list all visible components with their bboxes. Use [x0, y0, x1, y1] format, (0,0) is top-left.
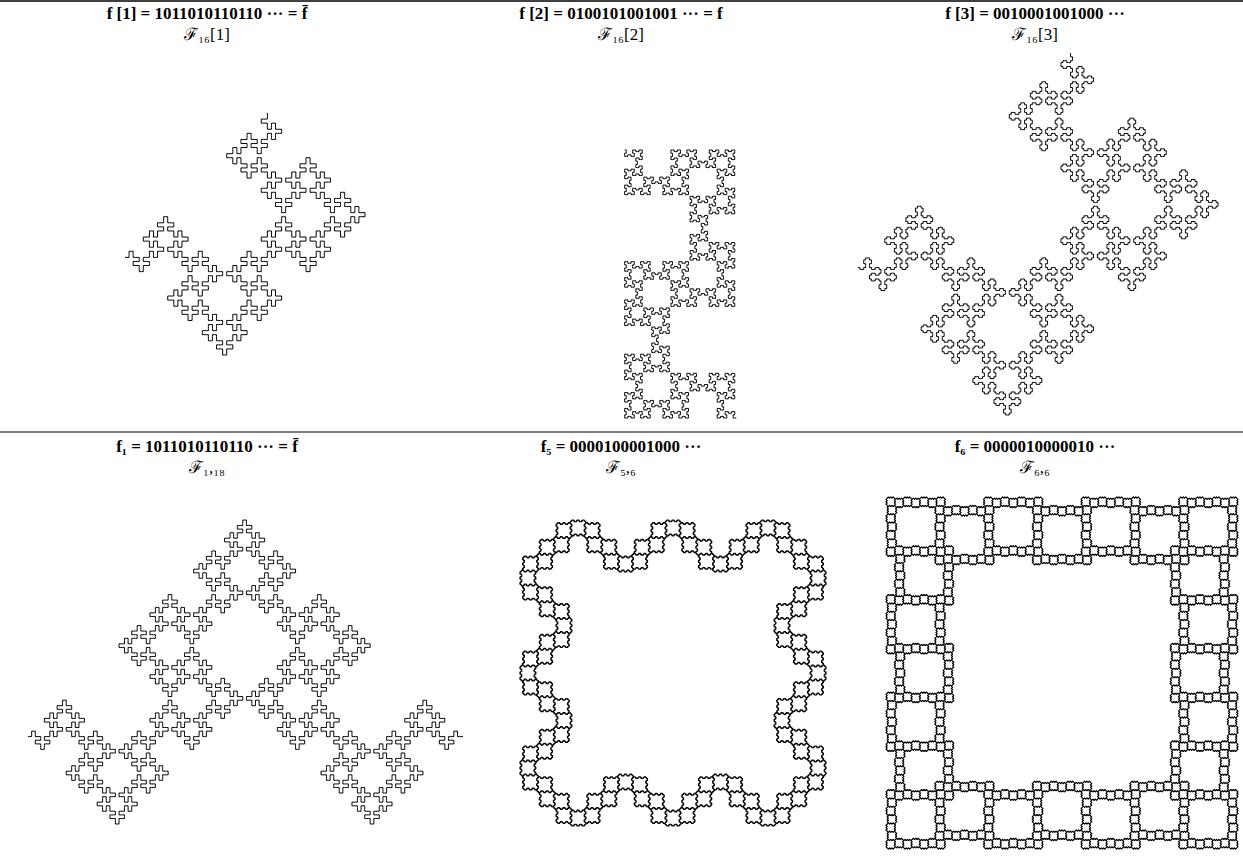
curve-name: ℱ₁₆[3] — [1012, 25, 1058, 45]
word-heading: f₆ = 0000010000010 ··· — [955, 437, 1116, 457]
table-rule — [0, 431, 1243, 432]
fractal-curve — [125, 113, 365, 355]
word-heading: f [3] = 0010001001000 ··· — [945, 4, 1125, 24]
word-heading: f [2] = 0100101001001 ··· = f — [519, 4, 723, 24]
fractal-curve — [858, 53, 1218, 415]
word-heading: f₅ = 0000100001000 ··· — [541, 437, 702, 457]
fractal-curve — [886, 497, 1238, 849]
fractal-curve — [625, 150, 737, 418]
word-heading: f [1] = 1011010110110 ··· = f̄ — [107, 4, 308, 24]
curve-name: ℱ₁,₁₈ — [189, 458, 225, 478]
table-rule — [0, 0, 1243, 2]
curve-name: ℱ₁₆[2] — [598, 25, 644, 45]
word-heading: f₁ = 1011010110110 ··· = f̄ — [116, 437, 298, 457]
curve-name: ℱ₆,₆ — [1020, 458, 1050, 478]
curve-name: ℱ₅,₆ — [606, 458, 636, 478]
fractal-curve — [520, 520, 826, 826]
curve-name: ℱ₁₆[1] — [184, 25, 230, 45]
fractal-curve — [28, 520, 463, 824]
